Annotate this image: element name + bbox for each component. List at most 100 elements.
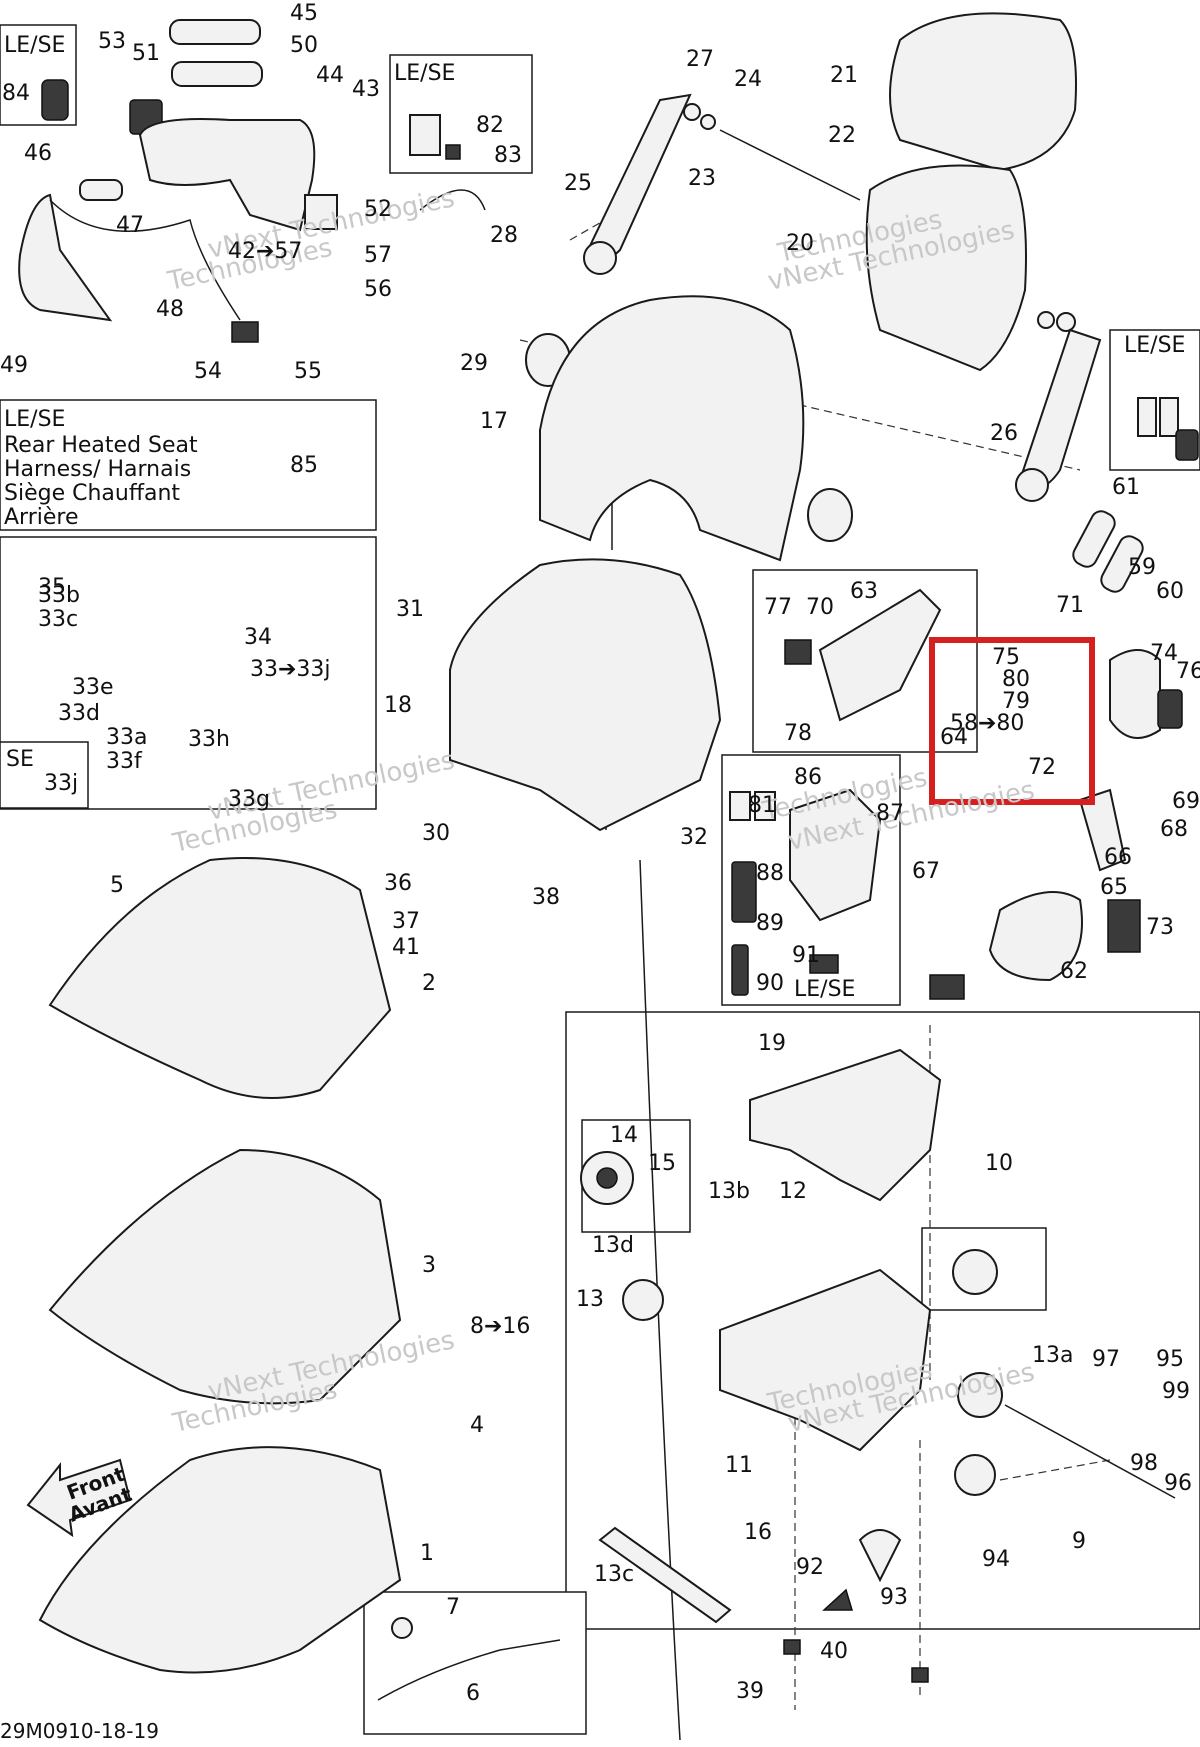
callout-label-39: 33c [38, 607, 78, 632]
harness-box [0, 399, 377, 531]
part-24-washer [683, 103, 701, 121]
part-83-clip [445, 144, 461, 160]
callout-label-46: 34 [244, 625, 272, 650]
callout-label-103: 91 [792, 943, 820, 968]
callout-label-104: 92 [796, 1555, 824, 1580]
callout-label-40: 33d [58, 701, 100, 726]
le-se-tag-controls: LE/SE [794, 977, 855, 1002]
callout-label-85: 73 [1146, 915, 1174, 940]
part-90-switch [731, 944, 749, 996]
callout-label-49: 37 [392, 909, 420, 934]
callout-label-102: 90 [756, 971, 784, 996]
callout-label-22: 19 [758, 1031, 786, 1056]
callout-label-63: 51 [132, 41, 160, 66]
callout-label-94: 82 [476, 113, 504, 138]
callout-label-14: 13b [708, 1179, 750, 1204]
part-48-cable [49, 199, 241, 321]
part-14-bearing-left-core [596, 1167, 618, 1189]
callout-label-100: 88 [756, 861, 784, 886]
part-65-housing [789, 788, 882, 922]
part-62-cover [988, 891, 1083, 982]
callout-label-6: 7 [446, 1595, 460, 1620]
callout-label-61: 49 [0, 353, 28, 378]
part-84-right [1175, 429, 1199, 461]
part-20-backrest [865, 164, 1027, 372]
part-81-switch [731, 861, 757, 923]
callout-label-65: 53 [98, 29, 126, 54]
callout-label-66: 54 [194, 359, 222, 384]
callout-label-83: 71 [1056, 593, 1084, 618]
callout-label-12: 13 [576, 1287, 604, 1312]
callout-label-82: 70 [806, 595, 834, 620]
callout-label-19: 16 [744, 1520, 772, 1545]
part-1-base [38, 1446, 402, 1674]
callout-label-37: 33a [106, 725, 147, 750]
callout-label-99: 87 [876, 801, 904, 826]
callout-label-31: 28 [490, 223, 518, 248]
front-arrow [26, 1458, 132, 1538]
callout-label-16: 13d [592, 1233, 634, 1258]
part-22-shaft [719, 129, 861, 201]
callout-label-88: 76 [1176, 659, 1200, 684]
part-45-pad [169, 19, 261, 45]
part-9-rod [1004, 1404, 1176, 1499]
callout-label-81: 69 [1172, 789, 1200, 814]
highlight-box [929, 637, 1095, 805]
callout-label-20: 17 [480, 409, 508, 434]
callout-label-93: 81 [748, 793, 776, 818]
se-tag: SE [6, 747, 34, 772]
part-26-pivot [1015, 468, 1049, 502]
callout-label-108: 96 [1164, 1471, 1192, 1496]
callout-label-76: 64 [940, 725, 968, 750]
part-73-label [1107, 899, 1141, 953]
part-82-right [1159, 397, 1179, 437]
callout-label-48: 36 [384, 871, 412, 896]
callout-label-86: 74 [1150, 641, 1178, 666]
callout-label-106: 94 [982, 1547, 1010, 1572]
part-68-bracket [1078, 788, 1127, 872]
callout-label-54: 42➔57 [228, 239, 302, 264]
callout-label-64: 52 [364, 197, 392, 222]
callout-label-98: 86 [794, 765, 822, 790]
callout-label-68: 56 [364, 277, 392, 302]
callout-label-89: 77 [764, 595, 792, 620]
part-25-arm [586, 93, 692, 261]
part-91-switch [809, 954, 839, 974]
part-61-grip-b [1100, 535, 1144, 593]
callout-label-73: 61 [1112, 475, 1140, 500]
callout-label-50: 38 [532, 885, 560, 910]
callout-label-60: 48 [156, 297, 184, 322]
callout-label-77: 65 [1100, 875, 1128, 900]
callout-label-52: 40 [820, 1639, 848, 1664]
callout-label-91: 79 [1002, 689, 1030, 714]
callout-label-25: 22 [828, 123, 856, 148]
callout-label-38: 33b [38, 583, 80, 608]
se-box [0, 741, 89, 809]
callout-label-7: 8➔16 [470, 1314, 530, 1339]
callout-label-70: 58➔80 [950, 711, 1024, 736]
callout-label-24: 21 [830, 63, 858, 88]
callout-label-97: 85 [290, 453, 318, 478]
part-10-seat-frame [749, 1048, 942, 1202]
callout-label-23: 20 [786, 231, 814, 256]
part-69-knob-a [729, 791, 751, 821]
callout-label-2: 3 [422, 1253, 436, 1278]
callout-label-44: 33h [188, 727, 230, 752]
callout-label-56: 44 [316, 63, 344, 88]
callout-label-72: 60 [1156, 579, 1184, 604]
callout-label-95: 83 [494, 143, 522, 168]
callout-label-92: 80 [1002, 667, 1030, 692]
part-77-connector [784, 639, 812, 665]
part-83-right [1137, 397, 1157, 437]
callout-label-33: 30 [422, 821, 450, 846]
part-93-latch [858, 1529, 902, 1583]
callout-label-11: 12 [779, 1179, 807, 1204]
callout-label-4: 5 [110, 873, 124, 898]
callout-label-101: 89 [756, 911, 784, 936]
callout-label-34: 31 [396, 597, 424, 622]
callout-label-35: 32 [680, 825, 708, 850]
part-82-clip [409, 114, 441, 156]
part-17-seat-cushion [539, 295, 805, 562]
callout-label-69: 57 [364, 243, 392, 268]
